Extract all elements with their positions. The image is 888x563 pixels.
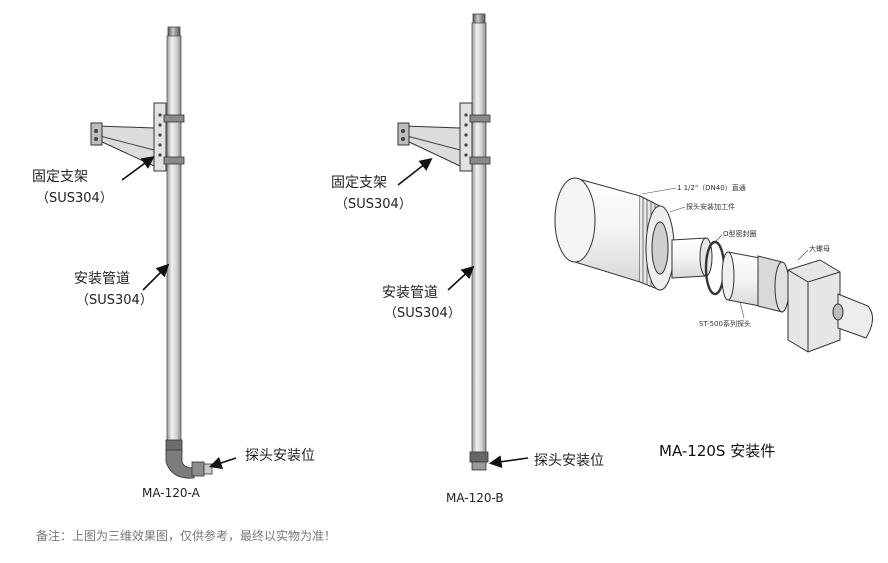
fixing-bracket xyxy=(397,102,491,172)
kit-part-nut: 大螺母 xyxy=(809,245,830,253)
kit-caption: MA-120S 安装件 xyxy=(659,442,776,460)
straight-pipe-part xyxy=(554,177,675,291)
pipe-top-cap xyxy=(472,13,486,25)
arrow-bracket-a xyxy=(121,156,155,181)
model-label-b: MA-120-B xyxy=(446,491,504,505)
arrow-probe-b xyxy=(488,455,529,469)
assembly-b xyxy=(397,13,491,471)
probe-elbow xyxy=(165,439,213,479)
mounting-pipe xyxy=(471,22,487,454)
footer-note: 备注：上图为三维效果图，仅供参考，最终以实物为准！ xyxy=(36,529,337,543)
bracket-material-a: （SUS304） xyxy=(36,191,113,206)
pipe-label-a: 安装管道 xyxy=(74,271,130,287)
model-label-a: MA-120-A xyxy=(142,486,200,500)
arrow-probe-a xyxy=(208,456,237,470)
bracket-material-b: （SUS304） xyxy=(335,197,412,212)
probe-part xyxy=(721,251,790,313)
pipe-top-cap xyxy=(167,26,181,38)
bracket-label-b: 固定支架 xyxy=(331,175,387,191)
assembly-a xyxy=(90,26,213,479)
kit-part-probe: ST-500系列探头 xyxy=(699,320,751,328)
kit-part-adapter: 探头安装加工件 xyxy=(686,203,735,211)
kit-exploded-view xyxy=(554,177,873,353)
pipe-label-b: 安装管道 xyxy=(382,285,438,301)
arrow-bracket-b xyxy=(397,158,433,186)
pipe-material-b: （SUS304） xyxy=(384,306,461,321)
kit-leader-lines xyxy=(641,187,809,319)
bracket-label-a: 固定支架 xyxy=(32,169,88,185)
kit-part-pipe: 1 1/2"（DN40）直通 xyxy=(677,184,746,192)
callout-arrows xyxy=(121,156,529,470)
big-nut-part xyxy=(787,259,873,353)
fixing-bracket xyxy=(90,102,185,172)
arrow-pipe-b xyxy=(447,265,475,291)
probe-fitting xyxy=(469,451,489,471)
probe-label-a: 探头安装位 xyxy=(245,448,315,464)
mounting-pipe xyxy=(166,35,182,447)
pipe-material-a: （SUS304） xyxy=(76,293,153,308)
probe-label-b: 探头安装位 xyxy=(534,453,604,469)
arrow-pipe-a xyxy=(142,263,170,291)
kit-part-oring: O型密封圈 xyxy=(723,230,757,238)
